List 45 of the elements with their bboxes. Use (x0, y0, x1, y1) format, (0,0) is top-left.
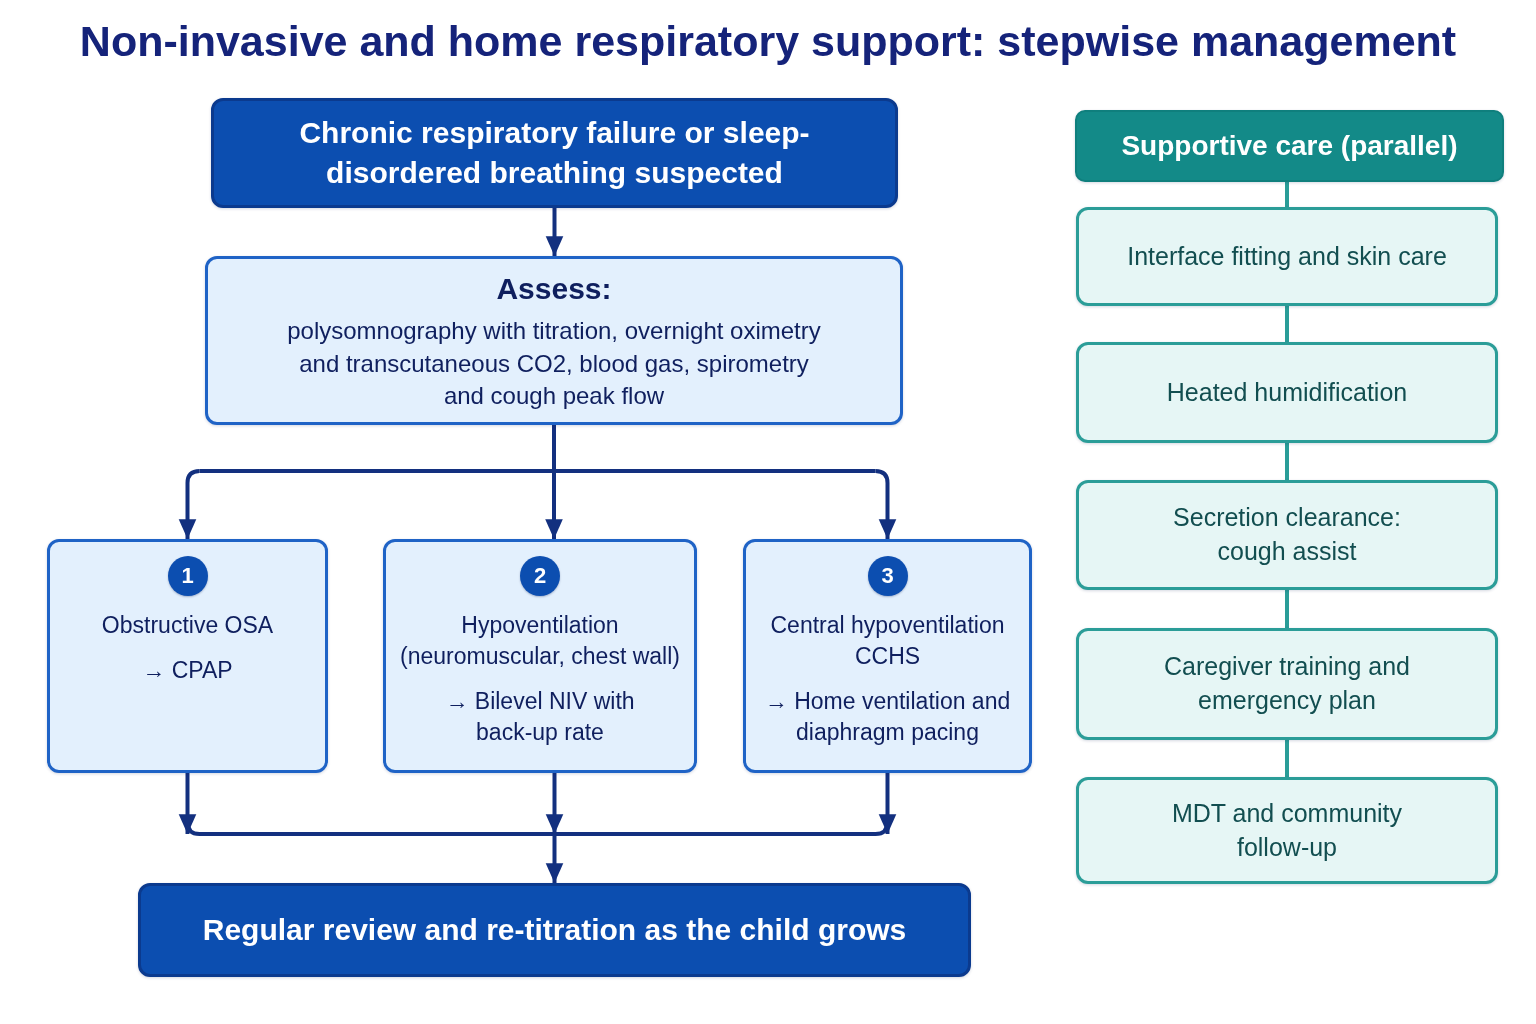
title: Non-invasive and home respiratory support: stepwise management (79, 16, 1457, 67)
connector-line (1285, 740, 1289, 777)
support-box (1076, 777, 1498, 884)
box-text: Heated humidification (1166, 376, 1408, 408)
option-box (383, 539, 697, 773)
header-box (1075, 110, 1504, 182)
step-number: 3 (867, 556, 908, 596)
arrow (875, 469, 897, 539)
treatment-text: → CPAP (142, 656, 233, 686)
assessment-box (205, 256, 903, 425)
option-box (47, 539, 328, 773)
box-text: Chronic respiratory failure or sleep-disordered breathing suspected (298, 114, 811, 191)
support-box (1076, 342, 1498, 443)
box-heading: Assess: (496, 270, 612, 307)
process-box (138, 883, 971, 977)
condition-text: Obstructive OSA (101, 611, 274, 640)
option-box (743, 539, 1032, 773)
step-number: 1 (167, 556, 208, 596)
treatment-text: → Home ventilation and diaphragm pacing (763, 687, 1012, 748)
arrow (545, 471, 563, 539)
process-box (211, 98, 898, 208)
condition-text: Hypoventilation (neuromuscular, chest wall) (399, 611, 681, 672)
box-heading: Supportive care (parallel) (1121, 129, 1458, 164)
arrow (178, 469, 200, 539)
box-text: polysomnography with titration, overnight oximetry and transcutaneous CO2, blood gas, spirometry and cough peak flow (286, 316, 822, 411)
support-box (1076, 480, 1498, 590)
connector-line (197, 423, 878, 473)
treatment-text: → Bilevel NIV with back-up rate (444, 687, 636, 748)
step-number: 2 (520, 556, 560, 596)
connector-line (1285, 443, 1289, 480)
connector-line (1285, 306, 1289, 342)
arrow (878, 773, 897, 834)
arrow (545, 773, 564, 834)
arrow (545, 208, 564, 256)
box-text: Regular review and re-titration as the child grows (202, 911, 907, 948)
box-text: Secretion clearance: cough assist (1172, 502, 1402, 567)
connector-line (1285, 182, 1289, 207)
box-text: MDT and community follow-up (1170, 797, 1404, 863)
connector-line (1285, 590, 1289, 628)
arrow (178, 773, 197, 834)
box-text: Interface fitting and skin care (1127, 240, 1447, 272)
support-box (1076, 628, 1498, 740)
condition-text: Central hypoventilation CCHS (769, 611, 1006, 672)
box-text: Caregiver training and emergency plan (1163, 651, 1411, 716)
support-box (1076, 207, 1498, 306)
